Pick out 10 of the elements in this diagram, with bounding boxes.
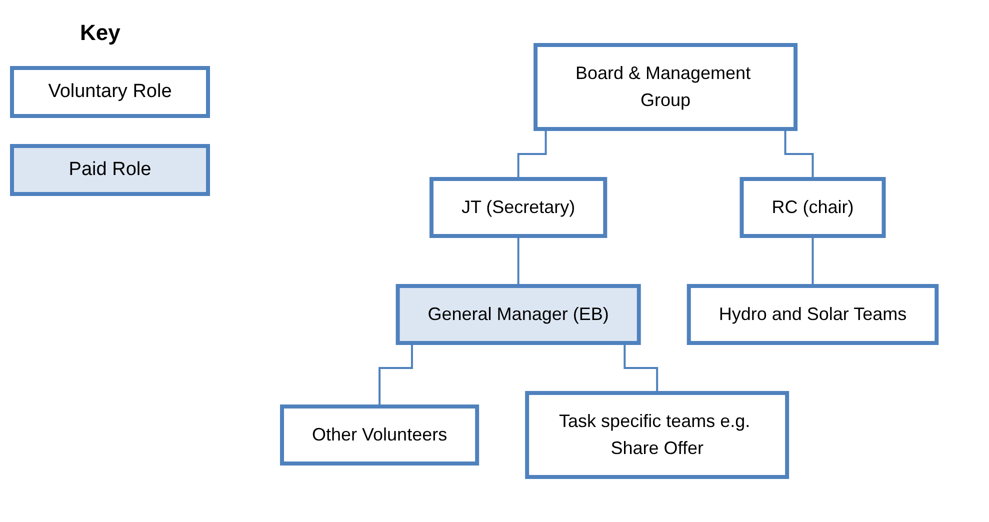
- node-box: RC (chair): [740, 177, 886, 238]
- legend-swatch: Paid Role: [10, 144, 210, 196]
- node-box: JT (Secretary): [430, 177, 608, 238]
- node-box: Board & Management Group: [534, 43, 798, 131]
- node-box: Other Volunteers: [280, 404, 480, 466]
- legend-swatch: Voluntary Role: [10, 66, 210, 118]
- key-heading: Key: [80, 20, 122, 46]
- node-box: Task specific teams e.g. Share Offer: [525, 391, 790, 479]
- node-box: Hydro and Solar Teams: [687, 284, 939, 345]
- node-box: General Manager (EB): [396, 284, 642, 345]
